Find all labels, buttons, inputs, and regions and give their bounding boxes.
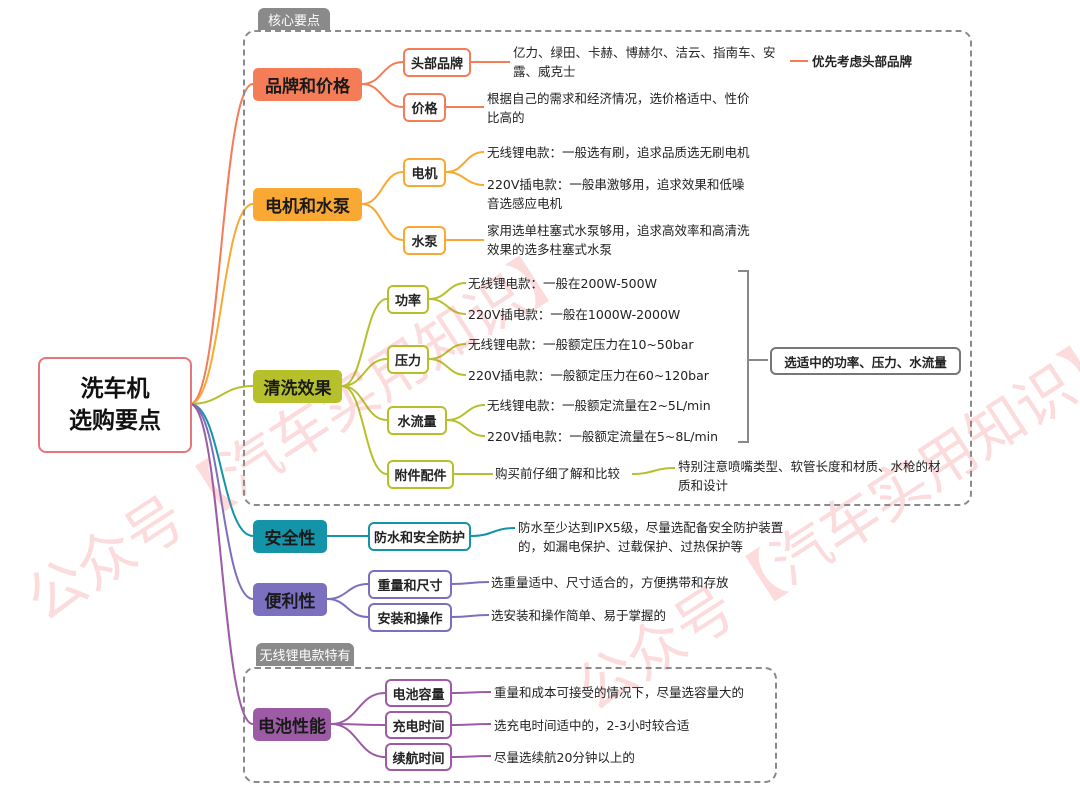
connector [470,527,516,537]
node-install-operation[interactable]: 安装和操作 [368,603,452,632]
connector [361,171,404,205]
text-motor-wireless: 无线锂电款：一般选有刷，追求品质选无刷电机 [487,145,750,160]
connector [341,385,388,475]
node-pressure[interactable]: 压力 [387,345,429,374]
text-accessories: 购买前仔细了解和比较 [495,466,621,481]
text-pump: 家用选单柱塞式水泵够用，追求高效率和高清洗效果的选多柱塞式水泵 [487,223,750,257]
branch-convenience[interactable]: 便利性 [253,583,327,616]
root-node[interactable]: 洗车机选购要点 [38,357,192,453]
connector [330,723,386,758]
group-wireless [243,667,777,783]
text-flow-wireless: 无线锂电款：一般额定流量在2~5L/min [487,398,711,413]
node-battery-capacity[interactable]: 电池容量 [385,679,452,707]
connector [341,298,388,387]
group-label-core: 核心要点 [258,8,330,30]
connector [428,358,467,376]
root-title-line1: 洗车机 [80,376,150,402]
text-flow-plugin: 220V插电款：一般额定流量在5~8L/min [487,429,719,444]
text-top-brands: 亿力、绿田、卡赫、博赫尔、洁云、指南车、安露、威克士 [513,45,776,79]
connector [361,203,404,241]
root-connector [189,83,254,405]
connector [451,614,490,618]
text-waterproof-protection: 防水至少达到IPX5级，尽量选配备安全防护装置的，如漏电保护、过载保护、过热保护… [518,520,784,554]
connector [326,598,369,618]
connector [361,61,404,85]
node-accessories[interactable]: 附件配件 [387,460,454,489]
connector [451,691,492,694]
connector [428,298,467,315]
node-pump[interactable]: 水泵 [403,226,446,255]
branch-cleaning-effect[interactable]: 清洗效果 [253,370,342,403]
text-pressure-plugin: 220V插电款：一般额定压力在60~120bar [468,368,709,383]
root-title-line2: 选购要点 [69,408,161,434]
text-motor-plugin: 220V插电款：一般串激够用，追求效果和低噪音选感应电机 [487,177,745,211]
root-connector [189,385,254,405]
root-connector [189,403,254,600]
connector [445,171,485,186]
text-weight-size: 选重量适中、尺寸适合的，方便携带和存放 [491,575,729,590]
connector [451,723,492,726]
summary-moderate-specs[interactable]: 选适中的功率、压力、水流量 [770,347,961,375]
note-prefer-top-brands: 优先考虑头部品牌 [812,54,913,69]
node-weight-size[interactable]: 重量和尺寸 [368,570,452,599]
connector [341,358,388,387]
group-core [243,30,972,506]
text-install-operation: 选安装和操作简单、易于掌握的 [491,608,667,623]
connector [451,755,492,758]
note-accessories: 特别注意喷嘴类型、软管长度和材质、水枪的材质和设计 [678,459,941,493]
text-battery-capacity: 重量和成本可接受的情况下，尽量选容量大的 [494,685,745,700]
node-charge-time[interactable]: 充电时间 [385,711,452,739]
node-waterproof-protection[interactable]: 防水和安全防护 [368,522,471,551]
branch-battery-performance[interactable]: 电池性能 [253,708,331,741]
summary-bracket [738,270,768,443]
group-label-wireless: 无线锂电款特有 [256,643,354,666]
connector [631,467,676,475]
text-price: 根据自己的需求和经济情况，选价格适中、性价比高的 [487,91,750,125]
node-top-brands[interactable]: 头部品牌 [403,48,471,77]
connector [326,583,369,600]
text-runtime: 尽量选续航20分钟以上的 [494,750,635,765]
connector [361,83,404,108]
root-connector [189,403,254,725]
node-water-flow[interactable]: 水流量 [387,406,447,435]
text-power-wireless: 无线锂电款：一般在200W-500W [468,276,657,291]
text-power-plugin: 220V插电款：一般在1000W-2000W [468,307,681,322]
node-price[interactable]: 价格 [403,93,446,122]
root-connector [189,203,254,405]
branch-motor-pump[interactable]: 电机和水泵 [253,188,362,221]
node-motor[interactable]: 电机 [403,158,446,187]
connector [451,581,490,585]
root-connector [189,403,254,537]
connector [446,419,486,437]
node-power[interactable]: 功率 [387,285,429,314]
text-pressure-wireless: 无线锂电款：一般额定压力在10~50bar [468,337,694,352]
node-runtime[interactable]: 续航时间 [385,743,452,771]
branch-safety[interactable]: 安全性 [253,520,327,553]
branch-brand-price[interactable]: 品牌和价格 [253,68,362,101]
text-charge-time: 选充电时间适中的，2-3小时较合适 [494,718,690,733]
